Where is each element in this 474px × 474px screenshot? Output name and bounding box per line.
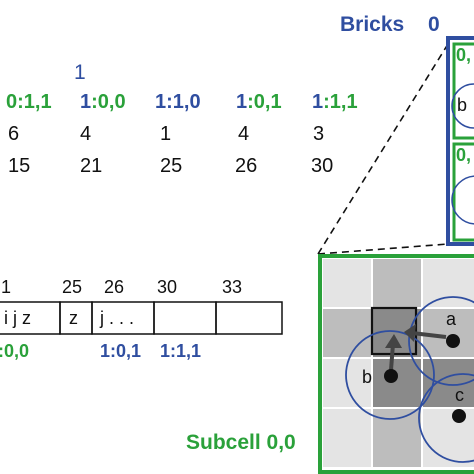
array-header-value: 1 (1, 277, 12, 297)
offset-value: 30 (311, 155, 334, 177)
array-header-value: 26 (104, 277, 125, 297)
brick-box-particle: b (457, 95, 468, 115)
array-cell-text: i j z (4, 308, 31, 328)
array-header-value: 30 (157, 277, 178, 297)
array-label: :0,0 (0, 342, 29, 360)
particle-c (452, 409, 466, 423)
array-label: 1:0,1 (100, 342, 141, 360)
array-label: 1:1,1 (160, 342, 201, 360)
key-brick: 1 (312, 91, 324, 113)
key-subcell: :0,0 (91, 91, 126, 113)
particles (384, 334, 466, 423)
particle-label-c: c (455, 385, 464, 405)
key-entry: 1:1,0 (155, 92, 201, 112)
array-label-subcell: :0,1 (110, 341, 142, 361)
key-subcell: :1,0 (166, 91, 201, 113)
key-entry: 1:1,1 (312, 92, 358, 112)
array-cell (215, 301, 283, 335)
key-subcell: :0,1 (247, 91, 282, 113)
brick-box-label: 0, (456, 145, 472, 165)
array-label-brick: 1 (160, 341, 171, 361)
top-index-label: 1 (74, 61, 86, 84)
bricks-index: 0 (428, 13, 440, 36)
particle-b (384, 369, 398, 383)
key-brick: 1 (155, 91, 167, 113)
key-subcell: :1,1 (323, 91, 358, 113)
count-value: 1 (160, 123, 172, 145)
array-header-value: 25 (62, 277, 83, 297)
zoom-connector-lines (317, 43, 449, 255)
particle-a (446, 334, 460, 348)
neighbor-arrows (385, 324, 447, 371)
key-brick: 1 (80, 91, 92, 113)
particle-a-radius (408, 296, 474, 386)
particle-c-radius (418, 373, 474, 463)
brick-box-label: 0, (456, 45, 472, 65)
count-value: 6 (8, 123, 20, 145)
particle-b-radius (345, 330, 435, 420)
particle-radius-circles (345, 296, 474, 463)
key-entry: 1:0,1 (236, 92, 282, 112)
subcell-border (318, 254, 474, 474)
subcell-label: Subcell 0,0 (186, 431, 296, 454)
particle-array (0, 301, 283, 335)
array-header-value: 33 (222, 277, 243, 297)
brick-box (446, 36, 474, 246)
bricks-label: Bricks (340, 13, 405, 36)
offset-value: 26 (235, 155, 258, 177)
count-value: 3 (313, 123, 325, 145)
particle-label-a: a (446, 309, 457, 329)
key-subcell: :1,1 (17, 91, 52, 113)
offset-value: 15 (8, 155, 31, 177)
array-cell (153, 301, 217, 335)
count-value: 4 (80, 123, 92, 145)
array-label-brick: 1 (100, 341, 111, 361)
array-label-subcell: :1,1 (170, 341, 202, 361)
key-entry: 0:1,1 (6, 92, 52, 112)
array-cell-text: z (69, 308, 78, 328)
array-label-subcell: :0,0 (0, 341, 30, 361)
particle-label-b: b (362, 367, 373, 387)
key-brick: 1 (236, 91, 248, 113)
key-brick: 0 (6, 91, 18, 113)
count-value: 4 (238, 123, 250, 145)
offset-value: 25 (160, 155, 183, 177)
array-cell-text: j . . . (100, 308, 135, 328)
key-entry: 1:0,0 (80, 92, 126, 112)
subcell-grid (321, 257, 474, 469)
offset-value: 21 (80, 155, 103, 177)
